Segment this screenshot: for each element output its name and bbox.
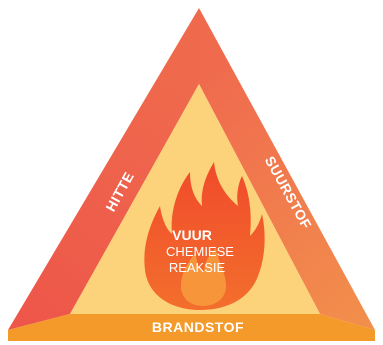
center-line-2: REAKSIE <box>169 260 226 275</box>
center-title: VUUR <box>172 227 212 243</box>
label-brandstof: BRANDSTOF <box>152 319 244 335</box>
center-line-1: CHEMIESE <box>166 244 234 259</box>
